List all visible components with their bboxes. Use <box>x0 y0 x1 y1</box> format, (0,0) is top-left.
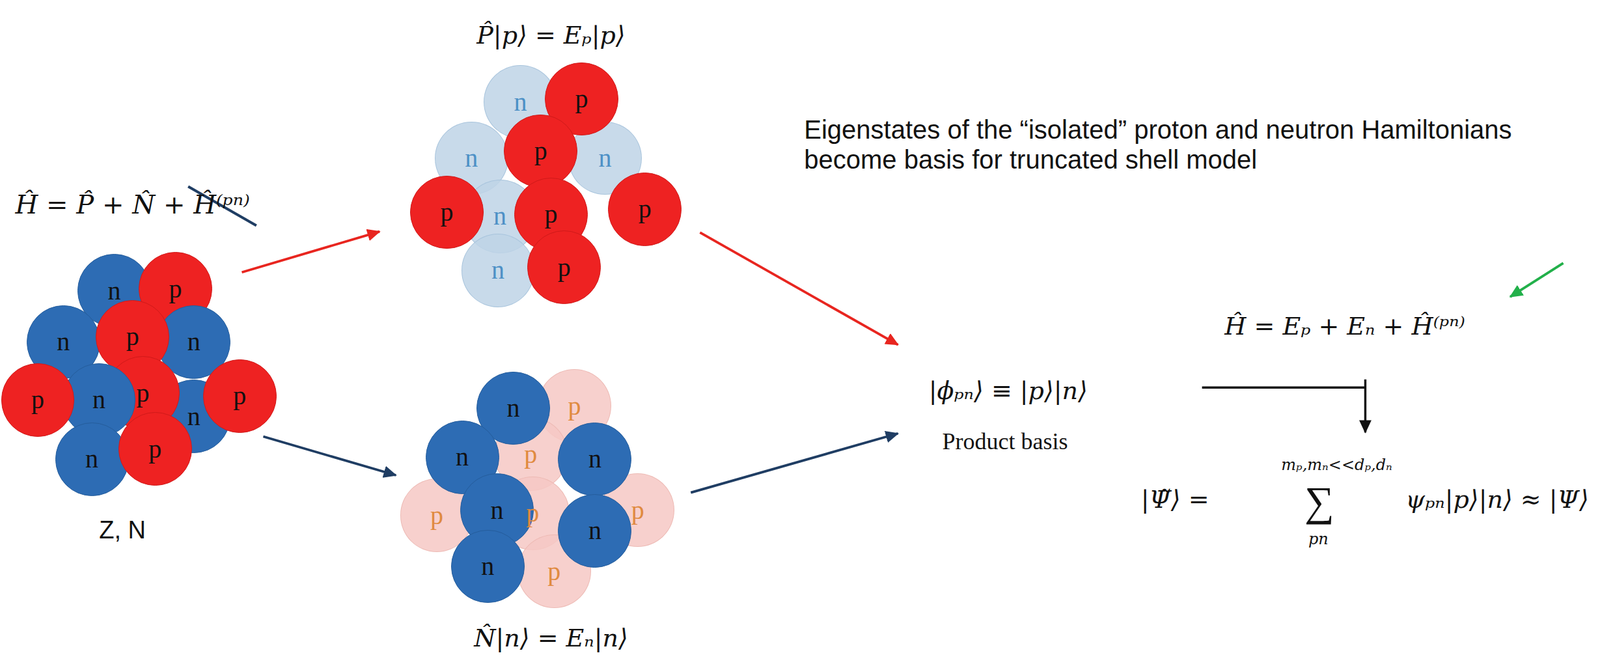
nucleon-letter: n <box>92 386 106 413</box>
flow-arrow <box>690 433 898 493</box>
nucleon-circle: p <box>527 230 601 304</box>
nucleon-letter: n <box>481 553 495 580</box>
nucleon-letter: n <box>493 203 507 230</box>
nucleon-letter: p <box>136 380 150 407</box>
nucleon-letter: p <box>430 502 444 529</box>
formula: |ϕₚₙ⟩ ≡ |p⟩|n⟩ <box>928 376 1088 406</box>
formula: |Ψ̃⟩ = <box>1141 485 1210 515</box>
nucleon-letter: p <box>525 499 539 526</box>
nucleon-circle: p <box>203 359 277 433</box>
maps-to-bar <box>1202 386 1366 389</box>
pointer-arrow <box>1510 262 1564 297</box>
nucleon-letter: p <box>126 323 140 350</box>
flow-arrow <box>242 231 381 273</box>
nucleus-label: Z, N <box>98 516 146 545</box>
formula: ψₚₙ|p⟩|n⟩ ≈ |Ψ⟩ <box>1405 485 1589 515</box>
nucleon-letter: n <box>85 445 99 472</box>
flow-arrow <box>262 436 396 476</box>
maps-to-arrow <box>1364 379 1367 433</box>
formula: Ĥ = Eₚ + Eₙ + Ĥ⁽ᵖⁿ⁾ <box>1224 312 1466 342</box>
nucleon-letter: n <box>588 517 602 544</box>
nucleon-letter: p <box>440 199 454 226</box>
nucleon-circle: n <box>557 422 632 497</box>
nucleon-letter: n <box>506 395 520 422</box>
nucleon-circle: n <box>461 233 536 308</box>
nucleon-letter: n <box>490 497 504 524</box>
nucleon-letter: n <box>588 445 602 472</box>
sum-limit: mₚ,mₙ<<dₚ,dₙ <box>1281 456 1392 475</box>
formula: Ĥ = P̂ + N̂ + Ĥ⁽ᵖⁿ⁾ <box>15 189 250 220</box>
nucleon-letter: p <box>557 254 571 281</box>
nucleon-letter: p <box>233 382 247 409</box>
formula: P̂|p⟩ = Eₚ|p⟩ <box>476 21 625 51</box>
nucleon-letter: n <box>187 328 201 355</box>
nucleon-letter: p <box>575 85 589 112</box>
nucleon-circle: n <box>451 529 525 604</box>
nucleon-letter: n <box>513 89 527 116</box>
sum-index: pn <box>1308 530 1329 549</box>
nucleon-letter: p <box>547 558 561 585</box>
nucleon-letter: p <box>568 393 582 420</box>
nucleon-circle: p <box>410 175 484 250</box>
flow-arrow <box>699 232 898 345</box>
formula: N̂|n⟩ = Eₙ|n⟩ <box>473 624 629 653</box>
nucleon-circle: n <box>55 422 129 497</box>
nucleon-letter: p <box>169 275 183 303</box>
nucleon-circle: p <box>1 363 75 437</box>
nucleon-circle: n <box>557 494 632 568</box>
nucleon-letter: n <box>56 328 70 355</box>
nucleon-letter: n <box>464 145 478 172</box>
nucleon-letter: p <box>148 436 162 463</box>
nucleon-letter: p <box>631 497 645 524</box>
nucleon-letter: p <box>524 441 538 468</box>
nucleon-letter: n <box>491 257 505 284</box>
caption-text: Product basis <box>942 428 1069 456</box>
nucleon-letter: p <box>534 137 548 165</box>
nucleon-letter: n <box>187 403 201 430</box>
nucleon-letter: n <box>108 277 122 304</box>
nucleon-letter: p <box>544 201 558 228</box>
nucleon-letter: n <box>598 145 612 172</box>
note-text: Eigenstates of the “isolated” proton and… <box>803 114 1579 175</box>
nucleon-letter: p <box>638 195 652 222</box>
nucleon-circle: p <box>607 172 682 247</box>
nucleon-circle: p <box>118 412 193 486</box>
sum-sign: ∑ <box>1304 477 1335 526</box>
nucleon-letter: p <box>31 386 45 413</box>
nucleon-circle: p <box>503 114 578 189</box>
nucleon-letter: n <box>455 443 469 470</box>
